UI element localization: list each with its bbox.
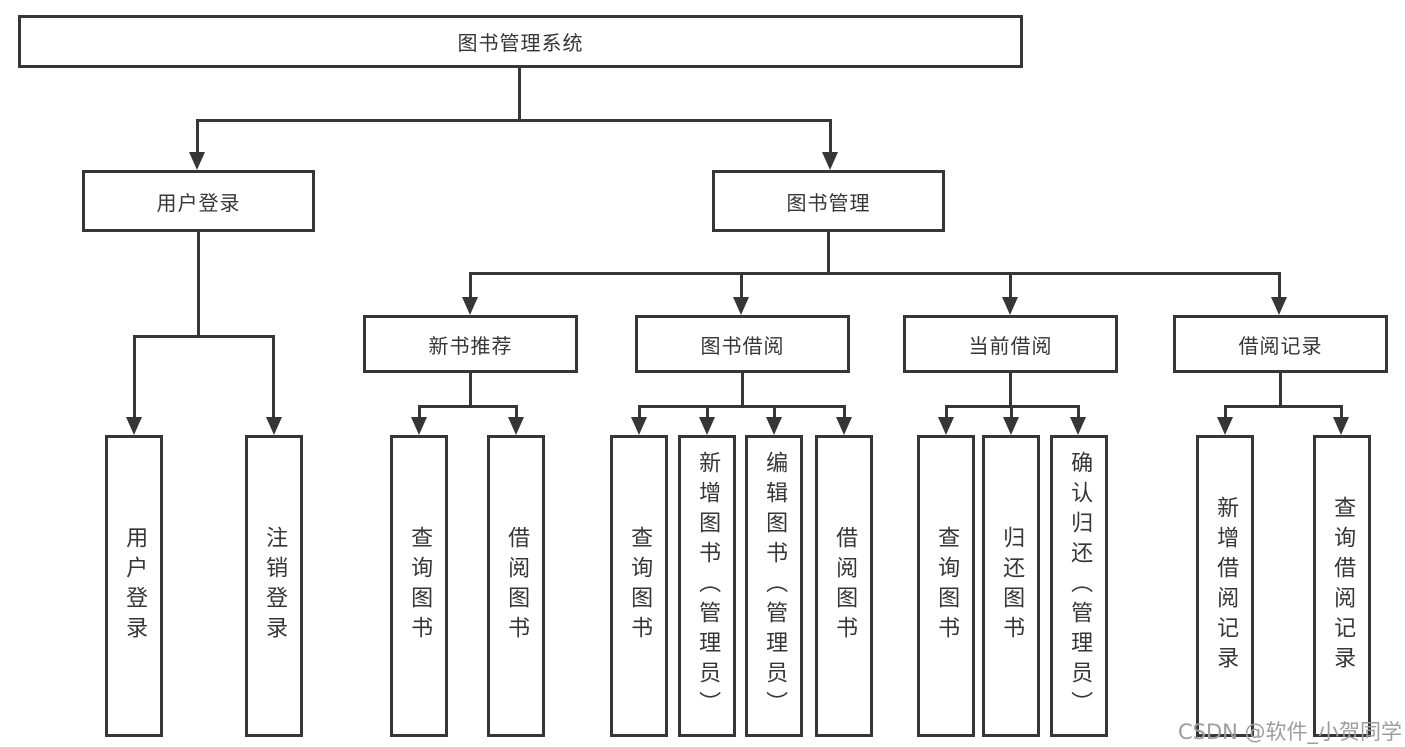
arrow-down-icon bbox=[1070, 417, 1086, 435]
leaf-label: 确认归还（管理员） bbox=[1067, 451, 1093, 721]
arrow-down-icon bbox=[733, 297, 749, 315]
leaf-label: 归还图书 bbox=[999, 526, 1025, 646]
leaf-borrow-books-recommend: 借阅图书 bbox=[487, 435, 545, 737]
arrow-down-icon bbox=[1271, 297, 1287, 315]
connector-rail bbox=[418, 405, 518, 408]
arrow-down-icon bbox=[822, 152, 838, 170]
connector-drop bbox=[1077, 405, 1080, 421]
arrow-down-icon bbox=[836, 417, 852, 435]
leaf-add-borrow-record: 新增借阅记录 bbox=[1196, 435, 1254, 737]
connector-rail bbox=[638, 405, 846, 408]
arrow-down-icon bbox=[699, 417, 715, 435]
node-label: 借阅记录 bbox=[1238, 333, 1323, 358]
leaf-return-books: 归还图书 bbox=[982, 435, 1040, 737]
leaf-label: 借阅图书 bbox=[832, 526, 858, 646]
connector-drop bbox=[740, 272, 743, 301]
leaf-query-books-borrowing: 查询图书 bbox=[610, 435, 668, 737]
leaf-label: 查询图书 bbox=[627, 526, 653, 646]
csdn-watermark: CSDN @软件_小贺同学 bbox=[1178, 720, 1403, 744]
connector-drop bbox=[638, 405, 641, 421]
node-borrowing-records: 借阅记录 bbox=[1173, 315, 1388, 373]
connector-drop bbox=[515, 405, 518, 421]
connector-drop bbox=[1009, 272, 1012, 301]
leaf-label: 编辑图书（管理员） bbox=[762, 451, 788, 721]
leaf-add-books-admin: 新增图书（管理员） bbox=[678, 435, 736, 737]
connector-drop bbox=[706, 405, 709, 421]
node-label: 用户登录 bbox=[156, 190, 241, 215]
node-label: 新书推荐 bbox=[428, 333, 513, 358]
connector-drop bbox=[469, 272, 472, 301]
leaf-borrow-books: 借阅图书 bbox=[815, 435, 873, 737]
arrow-down-icon bbox=[631, 417, 647, 435]
connector-drop bbox=[272, 335, 275, 421]
connector-drop bbox=[945, 405, 948, 421]
connector-drop bbox=[829, 119, 832, 156]
node-user-login: 用户登录 bbox=[82, 170, 315, 232]
arrow-down-icon bbox=[126, 417, 142, 435]
connector-user-login-rail bbox=[133, 335, 275, 338]
node-label: 图书管理 bbox=[786, 190, 871, 215]
connector-root-rail bbox=[196, 119, 832, 122]
node-book-management: 图书管理 bbox=[712, 170, 945, 232]
arrow-down-icon bbox=[189, 152, 205, 170]
connector-drop bbox=[133, 335, 136, 421]
node-library-management-system: 图书管理系统 bbox=[18, 15, 1023, 68]
leaf-query-books-recommend: 查询图书 bbox=[390, 435, 448, 737]
connector-book-mgmt-stem bbox=[827, 232, 830, 275]
arrow-down-icon bbox=[1217, 417, 1233, 435]
node-new-book-recommend: 新书推荐 bbox=[363, 315, 578, 373]
connector-drop bbox=[196, 119, 199, 156]
leaf-label: 注销登录 bbox=[262, 526, 288, 646]
node-label: 图书借阅 bbox=[700, 333, 785, 358]
connector-drop bbox=[418, 405, 421, 421]
arrow-down-icon bbox=[462, 297, 478, 315]
node-book-borrowing: 图书借阅 bbox=[635, 315, 850, 373]
leaf-label: 查询图书 bbox=[934, 526, 960, 646]
connector-stem bbox=[469, 373, 472, 408]
leaf-logout: 注销登录 bbox=[245, 435, 303, 737]
leaf-query-books-current: 查询图书 bbox=[917, 435, 975, 737]
connector-user-login-stem bbox=[197, 232, 200, 338]
connector-stem bbox=[741, 373, 744, 408]
connector-drop bbox=[1010, 405, 1013, 421]
connector-stem bbox=[1279, 373, 1282, 408]
leaf-label: 借阅图书 bbox=[504, 526, 530, 646]
connector-drop bbox=[1224, 405, 1227, 421]
connector-root-stem bbox=[518, 68, 521, 122]
connector-book-mgmt-rail bbox=[469, 272, 1281, 275]
node-label: 图书管理系统 bbox=[457, 31, 584, 55]
arrow-down-icon bbox=[766, 417, 782, 435]
leaf-label: 新增图书（管理员） bbox=[695, 451, 721, 721]
arrow-down-icon bbox=[1003, 417, 1019, 435]
connector-drop bbox=[843, 405, 846, 421]
leaf-confirm-return-admin: 确认归还（管理员） bbox=[1050, 435, 1108, 737]
arrow-down-icon bbox=[1002, 297, 1018, 315]
leaf-edit-books-admin: 编辑图书（管理员） bbox=[745, 435, 803, 737]
leaf-label: 新增借阅记录 bbox=[1213, 496, 1239, 676]
node-current-borrowing: 当前借阅 bbox=[903, 315, 1118, 373]
leaf-label: 查询图书 bbox=[407, 526, 433, 646]
connector-drop bbox=[773, 405, 776, 421]
arrow-down-icon bbox=[938, 417, 954, 435]
connector-drop bbox=[1278, 272, 1281, 301]
leaf-user-login: 用户登录 bbox=[105, 435, 163, 737]
connector-drop bbox=[1340, 405, 1343, 421]
leaf-label: 用户登录 bbox=[122, 526, 148, 646]
connector-rail bbox=[1224, 405, 1343, 408]
leaf-label: 查询借阅记录 bbox=[1330, 496, 1356, 676]
node-label: 当前借阅 bbox=[968, 333, 1053, 358]
arrow-down-icon bbox=[1333, 417, 1349, 435]
arrow-down-icon bbox=[508, 417, 524, 435]
leaf-query-borrow-record: 查询借阅记录 bbox=[1313, 435, 1371, 737]
arrow-down-icon bbox=[266, 417, 282, 435]
connector-stem bbox=[1009, 373, 1012, 408]
arrow-down-icon bbox=[411, 417, 427, 435]
